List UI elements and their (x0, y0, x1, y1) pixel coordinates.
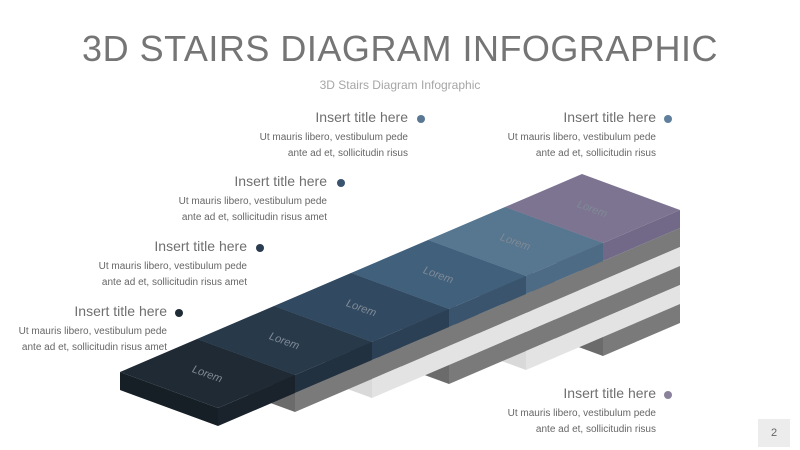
stair-step-top (274, 273, 449, 342)
callout-step-1: Insert title here Ut mauris libero, vest… (406, 384, 656, 438)
callout-title: Insert title here (234, 173, 327, 189)
stair-support-side (295, 360, 372, 412)
stair-step-top (428, 207, 603, 276)
callout-step-6: Insert title here Ut mauris libero, vest… (406, 108, 656, 162)
callout-dot (664, 391, 672, 399)
callout-description: Ut mauris libero, vestibulum pede ante a… (0, 324, 167, 356)
stair-support-side (526, 318, 603, 370)
callout-line: ante ad et, sollicitudin risus (535, 148, 656, 159)
callout-line: ante ad et, sollicitudin risus amet (21, 342, 167, 353)
stair-step-side (295, 342, 372, 393)
callout-description: Ut mauris libero, vestibulum pede ante a… (158, 130, 408, 162)
stair-step-top (120, 339, 295, 408)
callout-dot (337, 179, 345, 187)
stair-support-side (603, 304, 680, 356)
callout-line: ante ad et, sollicitudin risus (535, 424, 656, 435)
callout-line: Ut mauris libero, vestibulum pede (259, 132, 408, 143)
callout-title: Insert title here (563, 109, 656, 125)
callout-line: Ut mauris libero, vestibulum pede (507, 408, 656, 419)
stair-support-side (372, 346, 449, 398)
stair-support-side (603, 228, 680, 280)
callout-dot (417, 115, 425, 123)
callout-description: Ut mauris libero, vestibulum pede ante a… (406, 130, 656, 162)
callout-step-4: Insert title here Ut mauris libero, vest… (77, 172, 327, 226)
stair-step-side (526, 243, 603, 294)
stair-step-top (351, 240, 526, 309)
callout-dot (256, 244, 264, 252)
callout-dot (664, 115, 672, 123)
callout-description: Ut mauris libero, vestibulum pede ante a… (406, 406, 656, 438)
stair-step-side (449, 276, 526, 327)
callout-title: Insert title here (315, 109, 408, 125)
stair-support-side (449, 332, 526, 384)
stair-step-front (120, 372, 218, 426)
stair-support-side (526, 299, 603, 351)
stair-support-side (526, 261, 603, 313)
stair-step-top (505, 174, 680, 243)
callout-line: ante ad et, sollicitudin risus (287, 148, 408, 159)
callout-description: Ut mauris libero, vestibulum pede ante a… (0, 259, 247, 291)
callout-line: Ut mauris libero, vestibulum pede (178, 196, 327, 207)
stair-support-side (603, 285, 680, 337)
callout-title: Insert title here (563, 385, 656, 401)
callout-title: Insert title here (154, 238, 247, 254)
callout-line: Ut mauris libero, vestibulum pede (98, 261, 247, 272)
stair-support-side (526, 280, 603, 332)
page-number: 2 (758, 419, 790, 447)
stair-support-side (372, 327, 449, 379)
page-subtitle: 3D Stairs Diagram Infographic (319, 78, 481, 92)
callout-line: ante ad et, sollicitudin risus amet (101, 277, 247, 288)
callout-description: Ut mauris libero, vestibulum pede ante a… (77, 194, 327, 226)
callout-line: Ut mauris libero, vestibulum pede (18, 326, 167, 337)
callout-step-2: Insert title here Ut mauris libero, vest… (0, 302, 167, 356)
stair-support-side (603, 247, 680, 299)
page-title: 3D STAIRS DIAGRAM INFOGRAPHIC (82, 28, 718, 69)
callout-title: Insert title here (74, 303, 167, 319)
stair-step-side (372, 309, 449, 360)
callout-dot (175, 309, 183, 317)
stair-step-side (603, 210, 680, 261)
callout-step-5: Insert title here Ut mauris libero, vest… (158, 108, 408, 162)
stair-support-side (449, 313, 526, 365)
callout-line: Ut mauris libero, vestibulum pede (507, 132, 656, 143)
stair-support-side (449, 294, 526, 346)
stair-support-side (603, 266, 680, 318)
stair-step-top (197, 306, 372, 375)
callout-step-3: Insert title here Ut mauris libero, vest… (0, 237, 247, 291)
stair-step-side (218, 375, 295, 426)
callout-line: ante ad et, sollicitudin risus amet (181, 212, 327, 223)
